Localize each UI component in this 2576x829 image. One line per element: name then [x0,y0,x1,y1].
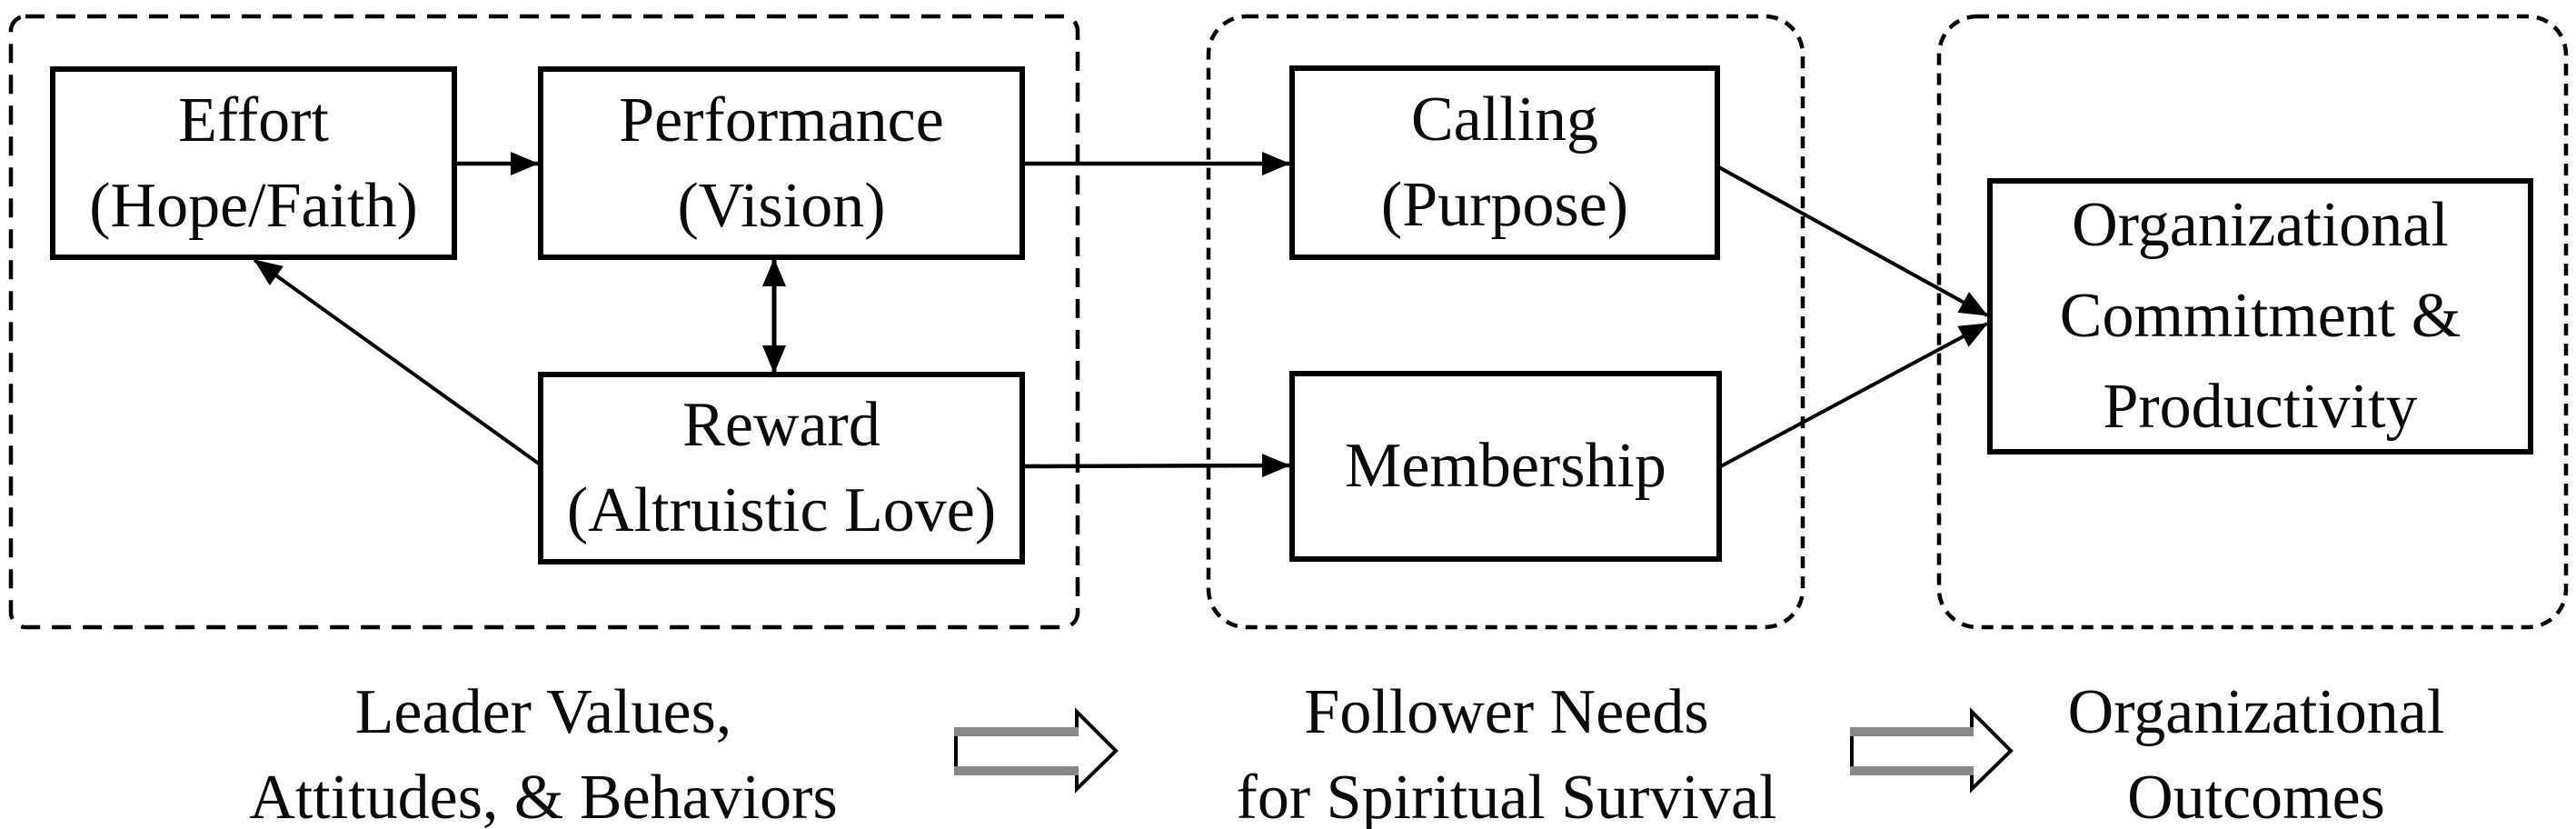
outcomes-group-label-line1: Organizational [2067,677,2445,747]
performance-label-line2: (Vision) [677,170,886,241]
arrow-reward-to-effort [253,258,544,468]
outcomes-group-label-line2: Outcomes [2127,763,2385,829]
leader-group-label: Leader Values, Attitudes, & Behaviors [134,671,952,829]
calling-label: Calling (Purpose) [1292,68,1717,257]
leader-group-label-line2: Attitudes, & Behaviors [249,763,838,829]
membership-label-line1: Membership [1345,431,1666,501]
effort-label-line2: (Hope/Faith) [89,170,418,241]
membership-label: Membership [1292,374,1719,559]
arrow-membership-to-org-commitment [1718,322,1988,469]
org-commitment-label-line1: Organizational [2072,190,2449,260]
org-commitment-label: Organizational Commitment & Productivity [1990,181,2531,452]
effort-label: Effort (Hope/Faith) [53,69,454,257]
effort-box [50,66,457,260]
leader-group-label-line1: Leader Values, [354,677,732,747]
block-arrow-leader-to-follower [954,707,1119,794]
block-arrow-follower-to-outcomes [1850,707,2014,794]
membership-box [1289,371,1722,562]
org-commitment-label-line2: Commitment & [2059,281,2462,351]
performance-box [538,66,1025,260]
calling-box [1289,65,1720,260]
follower-group-outline [1206,14,1805,630]
org-commitment-label-line3: Productivity [2103,372,2418,442]
block-arrow-body [954,707,1119,794]
calling-label-line2: (Purpose) [1380,170,1629,240]
arrow-calling-to-org-commitment [1716,165,1988,317]
performance-label-line1: Performance [619,85,944,155]
reward-label-line2: (Altruistic Love) [566,475,997,545]
org-commitment-box [1987,178,2533,454]
leader-group-outline [8,14,1080,630]
arrow-reward-to-membership [1021,454,1290,478]
calling-label-line1: Calling [1410,85,1599,155]
follower-group-label-line2: for Spiritual Survival [1236,763,1777,829]
follower-group-label-line1: Follower Needs [1304,677,1709,747]
reward-box [538,372,1025,564]
outcomes-group-label: Organizational Outcomes [1938,671,2574,829]
follower-group-label: Follower Needs for Spiritual Survival [1098,671,1915,829]
reward-label: Reward (Altruistic Love) [541,375,1022,562]
reward-label-line1: Reward [682,390,880,460]
performance-label: Performance (Vision) [541,69,1022,257]
outcomes-group-outline [1936,14,2569,630]
effort-label-line1: Effort [178,85,329,155]
